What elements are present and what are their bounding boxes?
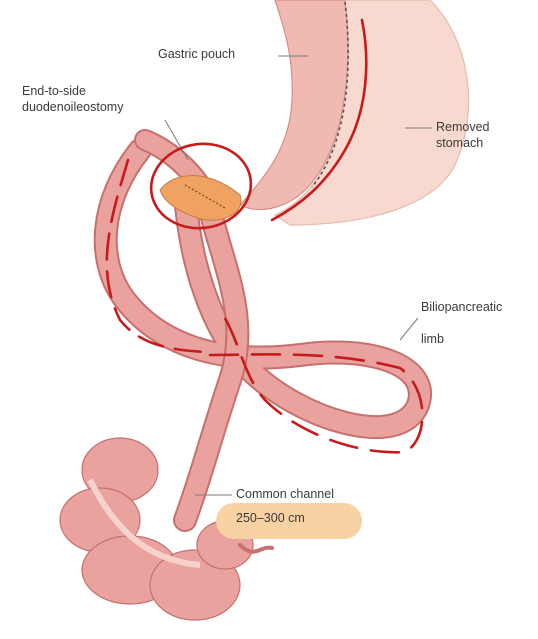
label-common-channel: Common channel <box>236 487 334 502</box>
label-stomach: stomach <box>436 136 483 151</box>
label-end-to-side: End-to-side <box>22 84 86 99</box>
label-biliopancreatic: Biliopancreatic <box>421 300 502 315</box>
label-common-length: 250–300 cm <box>236 511 305 526</box>
label-duodenoileostomy: duodenoileostomy <box>22 100 123 115</box>
label-limb: limb <box>421 332 444 347</box>
label-gastric-pouch: Gastric pouch <box>158 47 235 62</box>
label-removed: Removed <box>436 120 490 135</box>
anastomosis-site <box>160 176 241 221</box>
